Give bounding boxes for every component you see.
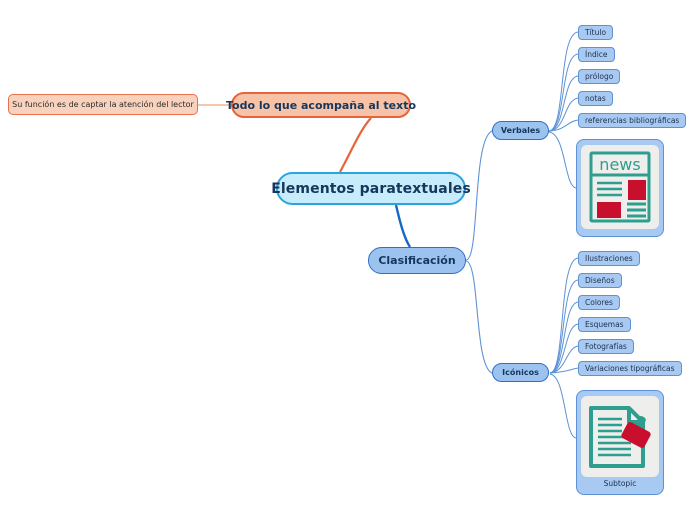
edge-root-to-clasificacion bbox=[394, 204, 412, 248]
iconicos-leaf-fotografias[interactable]: Fotografías bbox=[578, 339, 634, 354]
verbales-image-node[interactable]: news bbox=[576, 139, 664, 237]
iconicos-image-node[interactable]: Subtopic bbox=[576, 390, 664, 495]
edge-iconicos-to-image bbox=[549, 373, 577, 439]
edge-verbales-leaf-4 bbox=[548, 97, 579, 132]
verbales-leaf-titulo[interactable]: Título bbox=[578, 25, 614, 40]
edge-iconicos-leaf-6 bbox=[549, 367, 579, 374]
edge-root-to-orange bbox=[339, 117, 372, 173]
orange-topic-node[interactable]: Todo lo que acompaña al texto bbox=[226, 92, 416, 118]
verbales-leaf-indice[interactable]: Índice bbox=[578, 47, 615, 62]
edge-clasificacion-to-iconicos bbox=[465, 260, 493, 374]
edge-verbales-leaf-2 bbox=[548, 53, 579, 132]
edge-iconicos-leaf-5 bbox=[549, 345, 579, 374]
edge-verbales-to-image bbox=[548, 131, 577, 189]
edge-verbales-leaf-3 bbox=[548, 75, 579, 132]
edge-iconicos-leaf-3 bbox=[549, 301, 579, 374]
edge-verbales-leaf-1 bbox=[548, 31, 579, 132]
root-node[interactable]: Elementos paratextuales bbox=[271, 172, 471, 205]
document-stamp-icon bbox=[589, 405, 651, 468]
clasificacion-node[interactable]: Clasificación bbox=[368, 247, 466, 274]
news-icon-text: news bbox=[599, 155, 640, 174]
edge-iconicos-leaf-4 bbox=[549, 323, 579, 374]
iconicos-leaf-esquemas[interactable]: Esquemas bbox=[578, 317, 631, 332]
edge-iconicos-leaf-2 bbox=[549, 279, 579, 374]
newspaper-icon: news bbox=[589, 151, 651, 223]
edge-iconicos-leaf-1 bbox=[549, 257, 579, 374]
iconicos-leaf-variaciones-tipograficas[interactable]: Variaciones tipográficas bbox=[578, 361, 682, 376]
verbales-leaf-prologo[interactable]: prólogo bbox=[578, 69, 621, 84]
iconicos-node[interactable]: Icónicos bbox=[492, 363, 549, 382]
verbales-leaf-notas[interactable]: notas bbox=[578, 91, 613, 106]
orange-note-box[interactable]: Su función es de captar la atención del … bbox=[8, 94, 198, 115]
news-image-frame: news bbox=[581, 145, 659, 229]
iconicos-image-caption: Subtopic bbox=[603, 479, 637, 488]
iconicos-leaf-colores[interactable]: Colores bbox=[578, 295, 620, 310]
verbales-node[interactable]: Verbales bbox=[492, 121, 549, 140]
verbales-leaf-referencias-bibliograficas[interactable]: referencias bibliográficas bbox=[578, 113, 687, 128]
document-image-frame bbox=[581, 396, 659, 477]
edge-verbales-leaf-5 bbox=[548, 119, 579, 132]
iconicos-leaf-ilustraciones[interactable]: Ilustraciones bbox=[578, 251, 640, 266]
iconicos-leaf-disenos[interactable]: Diseños bbox=[578, 273, 622, 288]
